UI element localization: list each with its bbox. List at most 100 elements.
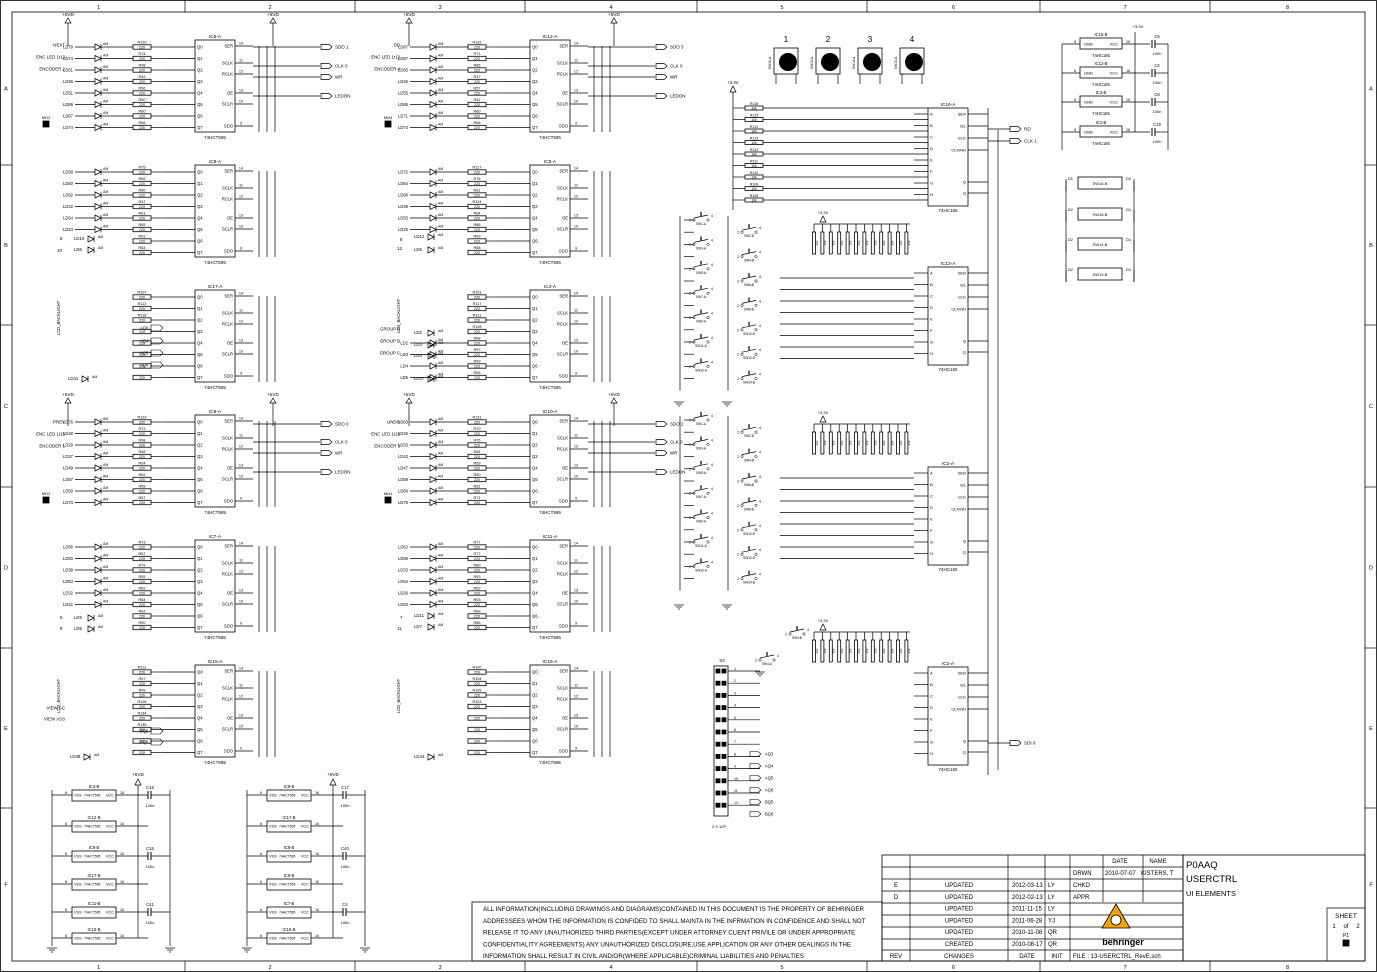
resistor-value: 220 bbox=[474, 295, 480, 299]
led-ref: LD49 bbox=[63, 466, 74, 471]
pin-label: Q3 bbox=[197, 79, 203, 84]
ic-type: 74HCT595 bbox=[279, 883, 296, 887]
pin-number: 2 bbox=[737, 480, 739, 484]
switch-contact bbox=[706, 564, 710, 568]
resistor-value: 220 bbox=[474, 228, 480, 232]
led-color: AM bbox=[438, 429, 443, 433]
table-header: REV bbox=[890, 954, 902, 960]
led-color: AM bbox=[438, 100, 443, 104]
net-label: WR bbox=[670, 451, 678, 456]
resistor-value: 220 bbox=[139, 170, 145, 174]
resistor-value: 220 bbox=[139, 307, 145, 311]
led-color: AM bbox=[103, 225, 108, 229]
row-letter: A bbox=[4, 87, 8, 93]
ic-type: 74HCT595 bbox=[539, 510, 561, 515]
led-color: AM bbox=[438, 190, 443, 194]
resistor-ref: R80 bbox=[139, 189, 146, 193]
pin-label: Q6 bbox=[197, 364, 203, 369]
resistor-value: 220 bbox=[474, 626, 480, 630]
encoder-knob bbox=[905, 53, 923, 71]
pin-label: OE bbox=[562, 716, 568, 721]
resistor-ref: R61 bbox=[474, 485, 481, 489]
pin-number: 2 bbox=[737, 577, 739, 581]
resistor-value: 10k bbox=[865, 240, 869, 245]
resistor-ref: R71 bbox=[474, 496, 481, 500]
led-ref: LD38 bbox=[70, 754, 81, 759]
pin-label: SCLK bbox=[222, 436, 233, 441]
switch-contact bbox=[754, 455, 758, 459]
pin-label: RCLK bbox=[557, 322, 568, 327]
ic-type: 74HCT595 bbox=[279, 794, 296, 798]
net-port bbox=[320, 469, 333, 475]
signal-label: NEXT bbox=[53, 43, 65, 48]
rev-date: 2011-11-15 bbox=[1012, 907, 1042, 913]
shift-register-ic11-a: IC11-A74HCT595Q0220R77LD62AMQ1220R77LD66… bbox=[398, 534, 611, 640]
pin-number: 14 bbox=[574, 167, 578, 171]
resistor-ref: R57 bbox=[474, 87, 481, 91]
pin-number: 16 bbox=[120, 908, 124, 912]
switch-contact bbox=[754, 230, 758, 234]
net-label: WR bbox=[335, 75, 343, 80]
led-diode bbox=[427, 352, 435, 360]
led-diode bbox=[427, 246, 435, 254]
signal-label: ENC LED 1t13 bbox=[371, 55, 400, 60]
pin-label: Q0 bbox=[532, 45, 538, 50]
led-diode bbox=[87, 246, 95, 254]
pin-label: Q5 bbox=[532, 227, 538, 232]
net-label: AQ4 bbox=[765, 764, 774, 769]
led-diode bbox=[94, 441, 102, 449]
ic-type: 74HCT595 bbox=[539, 260, 561, 265]
switch-contact bbox=[754, 479, 758, 483]
led-color: AM bbox=[438, 542, 443, 546]
led-color: AM bbox=[103, 54, 108, 58]
page-label: P1 bbox=[1343, 933, 1349, 939]
row-letter: D bbox=[4, 566, 8, 572]
pin-label: VCC bbox=[301, 855, 309, 859]
led-diode bbox=[429, 89, 437, 97]
net-label: CLK 0 bbox=[670, 440, 683, 445]
switch-contact bbox=[740, 455, 744, 459]
resistor-ref: R86 bbox=[474, 64, 481, 68]
pin-number: 2 bbox=[689, 419, 691, 423]
resistor-ref: R108 bbox=[750, 194, 759, 198]
pin-label: SCLK bbox=[222, 61, 233, 66]
resistor-ref: R92 bbox=[139, 610, 146, 614]
led-color: AM bbox=[438, 350, 443, 354]
led-ref: LD7 bbox=[414, 624, 422, 629]
pin-label: VCC bbox=[1110, 71, 1119, 76]
pin-label: Q2 bbox=[532, 693, 538, 698]
pin-number: 12 bbox=[239, 70, 243, 74]
pin-label: Q4 bbox=[197, 216, 203, 221]
pin-label: Q0 bbox=[197, 670, 203, 675]
resistor-value: 220 bbox=[474, 307, 480, 311]
pin-label: SCLK bbox=[222, 686, 233, 691]
net-port bbox=[320, 450, 333, 456]
rev-date: 2012-02-13 bbox=[1012, 895, 1043, 901]
switch-contact bbox=[706, 418, 710, 422]
capacitor-value: 100n bbox=[1153, 139, 1162, 144]
pin-label: SCLK bbox=[222, 561, 233, 566]
ic-type: 74HC165 bbox=[938, 208, 958, 213]
resistor-value: 10k bbox=[815, 240, 819, 245]
column-number: 3 bbox=[438, 965, 441, 971]
led-color: AM bbox=[438, 77, 443, 81]
resistor-ref: R98 bbox=[474, 337, 481, 341]
resistor-value: 10k bbox=[751, 106, 757, 110]
led-ref: LD48 bbox=[63, 431, 74, 436]
pin-number: 12 bbox=[574, 195, 578, 199]
connector-pin bbox=[715, 778, 721, 784]
supply-label: +3.3V bbox=[727, 80, 738, 85]
pin-label: D bbox=[930, 505, 933, 510]
led-ref: LD10 bbox=[74, 236, 85, 241]
switch-ref: SW14-B bbox=[1093, 242, 1108, 247]
pin-label: Q1 bbox=[197, 306, 203, 311]
pin-label: Q1 bbox=[197, 181, 203, 186]
led-diode bbox=[94, 89, 102, 97]
led-diode bbox=[427, 329, 435, 337]
supply-arrow bbox=[729, 85, 737, 93]
resistor-ref: R56 bbox=[139, 87, 146, 91]
resistor-ref: R85 bbox=[474, 621, 481, 625]
